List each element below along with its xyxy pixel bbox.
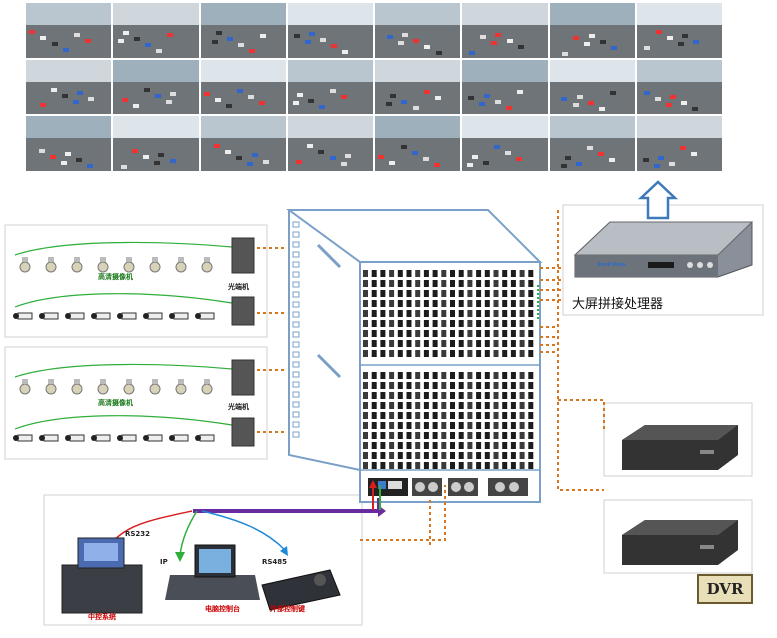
dome-camera-icon (71, 261, 83, 273)
camera-label-2: 高清摄像机 (98, 399, 133, 407)
box-camera-icon (173, 434, 189, 442)
box-camera-icon (147, 312, 163, 320)
dvr-label: DVR (697, 574, 753, 604)
video-tile (287, 116, 373, 171)
dome-camera-icon (71, 383, 83, 395)
box-camera-icon (173, 312, 189, 320)
camera-group-box-1 (4, 224, 268, 338)
video-tile (462, 59, 548, 115)
video-tile (375, 3, 461, 58)
dome-camera-icon (97, 383, 109, 395)
video-tile (113, 3, 199, 58)
central-control-label: 中控系统 (88, 613, 116, 621)
output-arrow-icon (637, 180, 679, 220)
box-camera-icon (69, 312, 85, 320)
video-tile (113, 59, 199, 115)
box-camera-icon (95, 312, 111, 320)
dome-camera-icon (175, 383, 187, 395)
processor-brand: SonicView (597, 262, 626, 268)
dome-camera-icon (19, 383, 31, 395)
video-tile (549, 116, 635, 171)
video-wall (25, 2, 723, 172)
video-tile (549, 3, 635, 58)
box-camera-icon (121, 434, 137, 442)
dvr-device-icons (622, 425, 738, 565)
box-camera-icon (147, 434, 163, 442)
box-camera-icon (121, 312, 137, 320)
video-tile (200, 116, 286, 171)
dome-camera-icon (19, 261, 31, 273)
video-tile (26, 59, 112, 115)
dome-camera-icon (149, 261, 161, 273)
box-camera-icon (69, 434, 85, 442)
processor-label: 大屏拼接处理器 (572, 297, 664, 312)
control-devices (61, 537, 341, 614)
dome-camera-icon (123, 383, 135, 395)
video-tile (26, 116, 112, 171)
matrix-switcher (285, 209, 543, 503)
keyboard-label: 外部控制键 (270, 605, 305, 613)
video-tile (549, 59, 635, 115)
video-tile (200, 3, 286, 58)
video-tile (636, 3, 722, 58)
video-tile (462, 3, 548, 58)
ip-label: IP (160, 558, 168, 566)
dome-camera-icon (201, 261, 213, 273)
video-tile (287, 3, 373, 58)
pc-console-label: 电脑控制台 (205, 605, 240, 613)
video-tile (636, 59, 722, 115)
video-tile (26, 3, 112, 58)
box-camera-icon (43, 434, 59, 442)
video-tile (462, 116, 548, 171)
processor-device-icon (573, 221, 754, 278)
dome-camera-icon (201, 383, 213, 395)
box-camera-icon (43, 312, 59, 320)
video-tile (200, 59, 286, 115)
rs485-label: RS485 (262, 558, 288, 566)
video-tile (113, 116, 199, 171)
dome-camera-icon (123, 261, 135, 273)
video-tile (375, 59, 461, 115)
camera-label-1: 高清摄像机 (98, 273, 133, 281)
transceiver-label-2: 光端机 (228, 403, 249, 411)
dome-camera-icon (175, 261, 187, 273)
box-camera-icon (95, 434, 111, 442)
rs232-label: RS232 (125, 530, 151, 538)
box-camera-icon (199, 312, 215, 320)
box-camera-icon (199, 434, 215, 442)
dome-camera-icon (97, 261, 109, 273)
box-camera-icon (17, 434, 33, 442)
transceiver-label-1: 光端机 (228, 283, 249, 291)
video-tile (636, 116, 722, 171)
dome-camera-icon (45, 383, 57, 395)
video-tile (287, 59, 373, 115)
orange-links (257, 210, 605, 548)
box-camera-icon (17, 312, 33, 320)
dome-camera-icon (45, 261, 57, 273)
video-tile (375, 116, 461, 171)
transceiver-icons (231, 237, 255, 447)
dome-camera-icon (149, 383, 161, 395)
